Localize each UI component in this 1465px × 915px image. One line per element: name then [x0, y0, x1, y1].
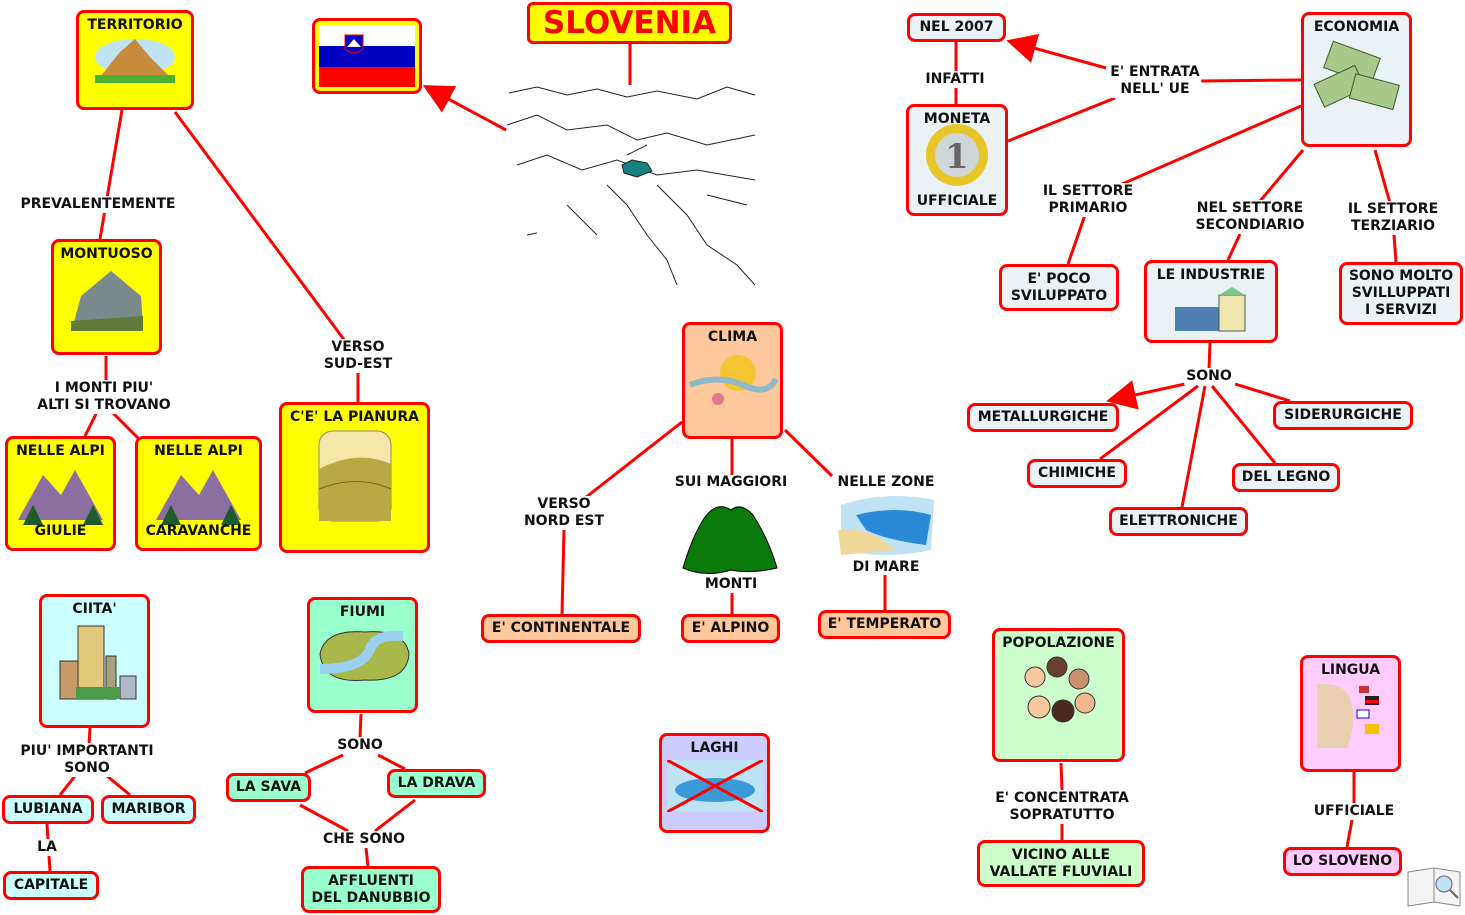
- link-label: UFFICIALE: [1311, 803, 1397, 820]
- node-label: UFFICIALE: [916, 193, 998, 209]
- link-label: MONTI: [704, 576, 758, 592]
- siderurgiche-node[interactable]: SIDERURGICHE: [1273, 401, 1413, 430]
- node-label: FIUMI: [339, 604, 386, 620]
- node-label: LAGHI: [690, 740, 739, 756]
- link-label: CHE SONO: [320, 831, 408, 848]
- weather-icon: [688, 355, 778, 405]
- capitale-node[interactable]: CAPITALE: [3, 871, 99, 900]
- green-mountain-icon: [682, 506, 778, 574]
- fiumi-node[interactable]: FIUMI: [307, 597, 418, 713]
- alps-icon: [17, 470, 103, 525]
- link-label: SONO: [335, 737, 385, 754]
- slovenia-flag-icon: [319, 25, 415, 87]
- territorio-node[interactable]: TERRITORIO: [76, 10, 194, 110]
- alpi-giulie-node[interactable]: NELLE ALPI GIULIE: [5, 436, 116, 551]
- drava-node[interactable]: LA DRAVA: [387, 769, 486, 798]
- laghi-node[interactable]: LAGHI: [659, 733, 770, 833]
- book-magnifier-icon: [1407, 867, 1461, 907]
- link-label: PREVALENTEMENTE: [18, 196, 178, 213]
- speaking-languages-icon: [1316, 683, 1379, 748]
- sava-node[interactable]: LA SAVA: [226, 773, 311, 802]
- alpi-caravanche-node[interactable]: NELLE ALPI CARAVANCHE: [135, 436, 262, 551]
- node-label: MONTUOSO: [60, 246, 153, 262]
- node-label: GIULIE: [34, 523, 87, 539]
- node-label: CIITA': [72, 601, 117, 617]
- node-label: CLIMA: [707, 329, 758, 345]
- river-icon: [318, 630, 410, 681]
- industrie-node[interactable]: LE INDUSTRIE: [1144, 260, 1278, 343]
- link-label: LA: [35, 839, 59, 856]
- alps-icon: [155, 470, 241, 525]
- temperato-node[interactable]: E' TEMPERATO: [818, 610, 951, 639]
- del-legno-node[interactable]: DEL LEGNO: [1232, 463, 1340, 492]
- city-buildings-icon: [59, 625, 136, 700]
- alpino-node[interactable]: E' ALPINO: [681, 614, 780, 643]
- node-label: LE INDUSTRIE: [1156, 267, 1266, 283]
- node-label: ECONOMIA: [1313, 19, 1400, 35]
- mountain-landscape-icon: [95, 39, 175, 83]
- money-icon: [1312, 40, 1400, 111]
- moneta-node[interactable]: MONETA 1 UFFICIALE: [906, 104, 1008, 216]
- nel-2007-node[interactable]: NEL 2007: [907, 13, 1006, 42]
- mountain-icon: [70, 271, 143, 331]
- continentale-node[interactable]: E' CONTINENTALE: [481, 614, 641, 643]
- metallurgiche-node[interactable]: METALLURGICHE: [967, 403, 1119, 432]
- svg-text:1: 1: [945, 137, 969, 177]
- factory-icon: [1175, 287, 1246, 332]
- link-label: NELLE ZONE: [837, 474, 935, 490]
- people-icon: [1024, 656, 1095, 723]
- chimiche-node[interactable]: CHIMICHE: [1027, 459, 1127, 488]
- flag-node[interactable]: [312, 18, 422, 94]
- economia-node[interactable]: ECONOMIA: [1301, 12, 1412, 147]
- citta-node[interactable]: CIITA': [39, 594, 150, 728]
- node-label: POPOLAZIONE: [1002, 635, 1115, 651]
- node-label: MONETA: [923, 111, 991, 127]
- maribor-node[interactable]: MARIBOR: [101, 795, 196, 824]
- clima-node[interactable]: CLIMA: [682, 322, 783, 439]
- pianura-node[interactable]: C'E' LA PIANURA: [279, 402, 430, 553]
- node-label: CARAVANCHE: [145, 523, 252, 539]
- node-label: NELLE ALPI: [16, 443, 105, 459]
- link-label: INFATTI: [923, 71, 987, 88]
- lubiana-node[interactable]: LUBIANA: [2, 795, 94, 824]
- node-label: LINGUA: [1320, 662, 1381, 678]
- plain-fields-icon: [318, 430, 391, 522]
- link-label: SUI MAGGIORI: [674, 474, 788, 490]
- map-title: SLOVENIA: [527, 2, 732, 44]
- node-label: C'E' LA PIANURA: [290, 409, 419, 425]
- popolazione-node[interactable]: POPOLAZIONE: [992, 628, 1125, 762]
- euro-coin-icon: 1: [926, 124, 988, 186]
- node-label: NELLE ALPI: [154, 443, 243, 459]
- europe-map-image: [507, 86, 756, 286]
- link-label: DI MARE: [852, 559, 920, 575]
- beach-icon: [838, 496, 934, 555]
- link-label: SONO: [1184, 368, 1234, 385]
- link-label: I MONTI PIU'ALTI SI TROVANO: [35, 380, 173, 414]
- sloveno-node[interactable]: LO SLOVENO: [1283, 847, 1402, 876]
- lingua-node[interactable]: LINGUA: [1300, 655, 1401, 772]
- node-label: TERRITORIO: [87, 17, 183, 33]
- montuoso-node[interactable]: MONTUOSO: [51, 239, 162, 355]
- lake-crossed-icon: [666, 760, 763, 812]
- elettroniche-node[interactable]: ELETTRONICHE: [1109, 507, 1248, 536]
